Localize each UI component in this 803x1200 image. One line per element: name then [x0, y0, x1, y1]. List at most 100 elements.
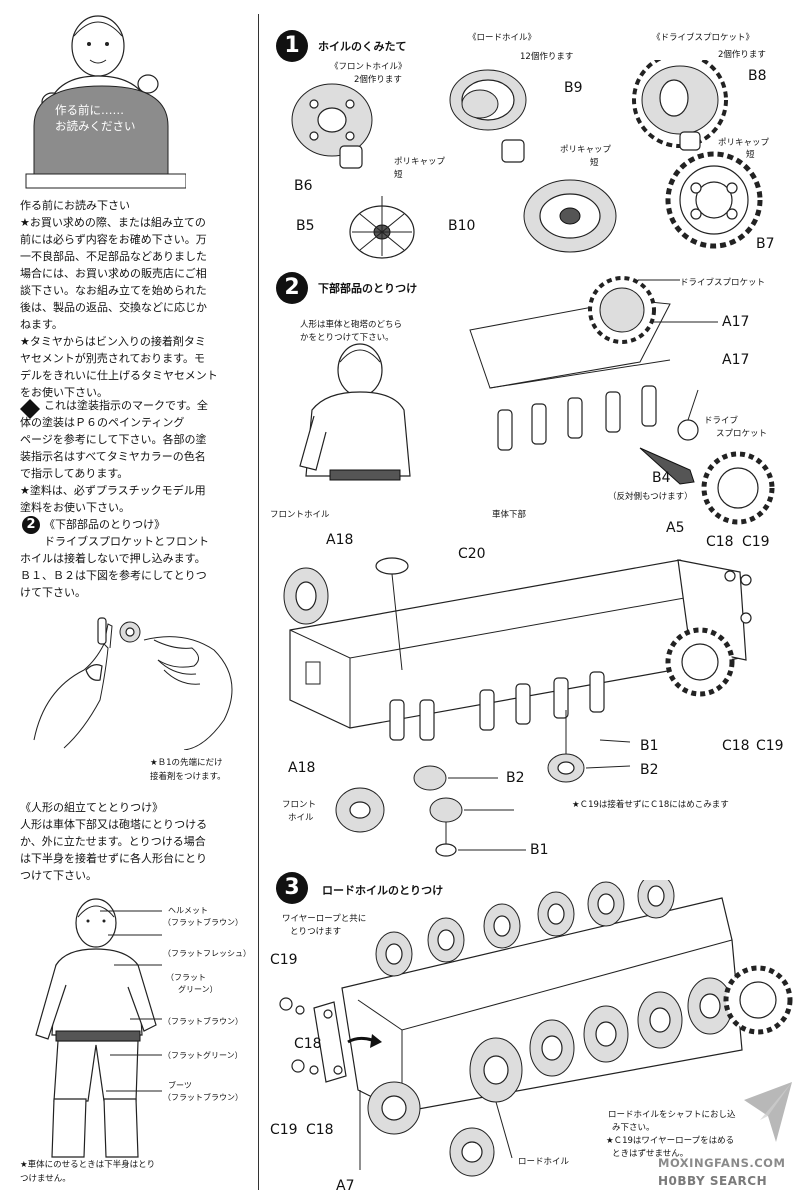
- step1-number: 1: [276, 30, 308, 62]
- part-label-a18-bottom: A18: [288, 760, 316, 776]
- polycap-short-1: 短: [394, 170, 403, 180]
- road-wheel-qty: 12個作ります: [520, 52, 574, 62]
- figure-note-1: ★車体にのせるときは下半身はとり: [20, 1160, 156, 1170]
- c19-note: ★Ｃ19は接着せずにＣ18にはめこみます: [572, 800, 729, 810]
- watermark-text-1: MOXINGFANS.COM: [658, 1156, 786, 1170]
- drive-sprocket-label-2: スプロケット: [716, 429, 768, 439]
- polycap-label-1: ポリキャップ: [394, 157, 446, 167]
- part-label-c19-bottom: C19: [756, 738, 784, 754]
- figure-line: は下半身を接着せずに各人形台にとり: [20, 852, 207, 865]
- board-text-line1: 作る前に……: [55, 103, 124, 117]
- left-step2-line: けて下さい。: [20, 586, 86, 599]
- front-wheel-qty: 2個作ります: [354, 75, 402, 85]
- watermark-logo-icon: [744, 1082, 792, 1142]
- intro-line: ねます。: [20, 318, 63, 331]
- road-wheel-label-step3: ロードホイル: [518, 1157, 570, 1167]
- paint-line: 塗料をお使い下さい。: [20, 501, 130, 514]
- paint-line: 装指示名はすべてタミヤカラーの色名: [20, 450, 206, 463]
- part-label-a17: A17: [722, 352, 750, 368]
- polycap-label-2: ポリキャップ: [560, 145, 612, 155]
- paint-label-helmet-color: （フラットブラウン）: [163, 918, 243, 927]
- column-divider: [258, 14, 259, 1190]
- polycap-short-2: 短: [590, 158, 599, 168]
- part-label-a5: A5: [666, 520, 685, 536]
- paint-label-flesh: （フラットフレッシュ）: [163, 949, 251, 958]
- paint-label-boots-color: （フラットブラウン）: [163, 1093, 243, 1102]
- hands-caption-1: ★Ｂ1の先端にだけ: [150, 758, 223, 768]
- left-step2-line: ドライブスプロケットとフロント: [44, 535, 209, 548]
- hands-caption-2: 接着剤をつけます。: [150, 772, 226, 782]
- intro-line: 一不良部品、不足部品などありました: [20, 250, 207, 263]
- figure-line: 人形は車体下部又は砲塔にとりつける: [20, 818, 208, 831]
- left-step2-line: ホイルは接着しないで押し込みます。: [20, 552, 206, 565]
- step3-title: ロードホイルのとりつけ: [322, 884, 444, 897]
- part-label-b1-right: B1: [640, 738, 659, 754]
- part-label-a18-top: A18: [326, 532, 354, 548]
- wire-note-1: ワイヤーロープと共に: [282, 914, 367, 924]
- front-wheel-label-bottom-1: フロント: [282, 800, 317, 810]
- intro-illustration: [25, 15, 186, 189]
- left-step2-paragraph: ドライブスプロケットとフロント ホイルは接着しないで押し込みます。 Ｂ１、Ｂ２は…: [20, 533, 209, 601]
- paint-label-helmet: ヘルメット: [168, 906, 208, 915]
- figure-line: か、外に立たせます。とりつける場合: [20, 835, 206, 848]
- paint-line: で指示してあります。: [20, 467, 129, 480]
- sprocket-qty: 2個作ります: [718, 50, 766, 60]
- step2-assembly-illustration: [283, 276, 775, 857]
- step2-number: 2: [276, 272, 308, 304]
- wire-note-2: とりつけます: [290, 927, 342, 937]
- figure-line: つけて下さい。: [20, 869, 97, 882]
- part-label-b1-bottom: B1: [530, 842, 549, 858]
- drive-sprocket-label-top: ドライブスプロケット: [680, 278, 766, 288]
- part-label-a7: A7: [336, 1178, 355, 1194]
- figure-section-title: 《人形の組立てととりつけ》: [20, 801, 164, 814]
- intro-line: 前には必らず内容をお確め下さい。万: [20, 233, 207, 246]
- paint-line: ★塗料は、必ずプラスチックモデル用: [20, 484, 206, 497]
- road-wheel-heading: 《ロードホイル》: [468, 33, 537, 43]
- paint-label-green: グリーン）: [178, 985, 218, 994]
- part-label-c18-lower: C18: [306, 1122, 334, 1138]
- intro-paragraph: ★お買い求めの際、または組み立ての 前には必らず内容をお確め下さい。万 一不良部…: [20, 214, 218, 401]
- paint-line: ページを参考にして下さい。各部の塗: [20, 433, 207, 446]
- part-label-c19-top: C19: [742, 534, 770, 550]
- part-label-b6: B6: [294, 178, 313, 194]
- part-label-c18-top: C18: [706, 534, 734, 550]
- part-label-c20: C20: [458, 546, 486, 562]
- drive-sprocket-label-1: ドライブ: [704, 416, 739, 426]
- paint-label-brown: （フラットブラウン）: [163, 1017, 243, 1026]
- part-label-c19-lower: C19: [270, 1122, 298, 1138]
- step2-title: 下部部品のとりつけ: [318, 282, 418, 295]
- front-wheel-label-top: フロントホイル: [270, 510, 330, 520]
- paint-line: 体の塗装はＰ６のペインティング: [20, 416, 185, 429]
- paint-label-flat: （フラット: [166, 973, 206, 982]
- part-label-a17-top: A17: [722, 314, 750, 330]
- polycap-short-3: 短: [746, 150, 755, 160]
- opposite-side-note: （反対側もつけます）: [608, 492, 693, 502]
- part-label-c18-bottom: C18: [722, 738, 750, 754]
- watermark-text-2: H0BBY SEARCH: [658, 1174, 768, 1188]
- part-label-b7: B7: [756, 236, 775, 252]
- part-label-b8: B8: [748, 68, 767, 84]
- intro-line: ★タミヤからはビン入りの接着剤タミ: [20, 335, 206, 348]
- paint-paragraph: これは塗装指示のマークです。全 体の塗装はＰ６のペインティング ページを参考にし…: [20, 397, 208, 516]
- step3-note-4: ときはずせません。: [612, 1149, 689, 1159]
- intro-line: ★お買い求めの際、または組み立ての: [20, 216, 206, 229]
- step2-figure-note-1: 人形は車体と砲塔のどちら: [300, 320, 403, 330]
- left-step2-number: 2: [22, 516, 40, 534]
- part-label-c18-upper: C18: [294, 1036, 322, 1052]
- step3-note-1: ロードホイルをシャフトにおし込: [608, 1110, 736, 1120]
- part-label-b9: B9: [564, 80, 583, 96]
- figure-leader-lines: [100, 910, 162, 1092]
- intro-line: ヤセメントが別売されております。モ: [20, 352, 206, 365]
- intro-line: 後は、製品の返品、交換などに応じか: [20, 301, 207, 314]
- part-label-b10: B10: [448, 218, 476, 234]
- step1-title: ホイルのくみたて: [318, 40, 407, 53]
- hull-lower-label: 車体下部: [492, 510, 527, 520]
- part-label-c19-upper: C19: [270, 952, 298, 968]
- sprocket-heading: 《ドライブスプロケット》: [652, 33, 755, 43]
- front-wheel-label-bottom-2: ホイル: [288, 813, 314, 823]
- intro-line: をお使い下さい。: [20, 386, 108, 399]
- left-step2-line: Ｂ１、Ｂ２は下図を参考にしてとりつ: [20, 569, 207, 582]
- paint-mark-icon: [20, 399, 40, 419]
- paint-label-flatgreen: （フラットグリーン）: [163, 1051, 243, 1060]
- board-text-line2: お読みください: [55, 119, 136, 133]
